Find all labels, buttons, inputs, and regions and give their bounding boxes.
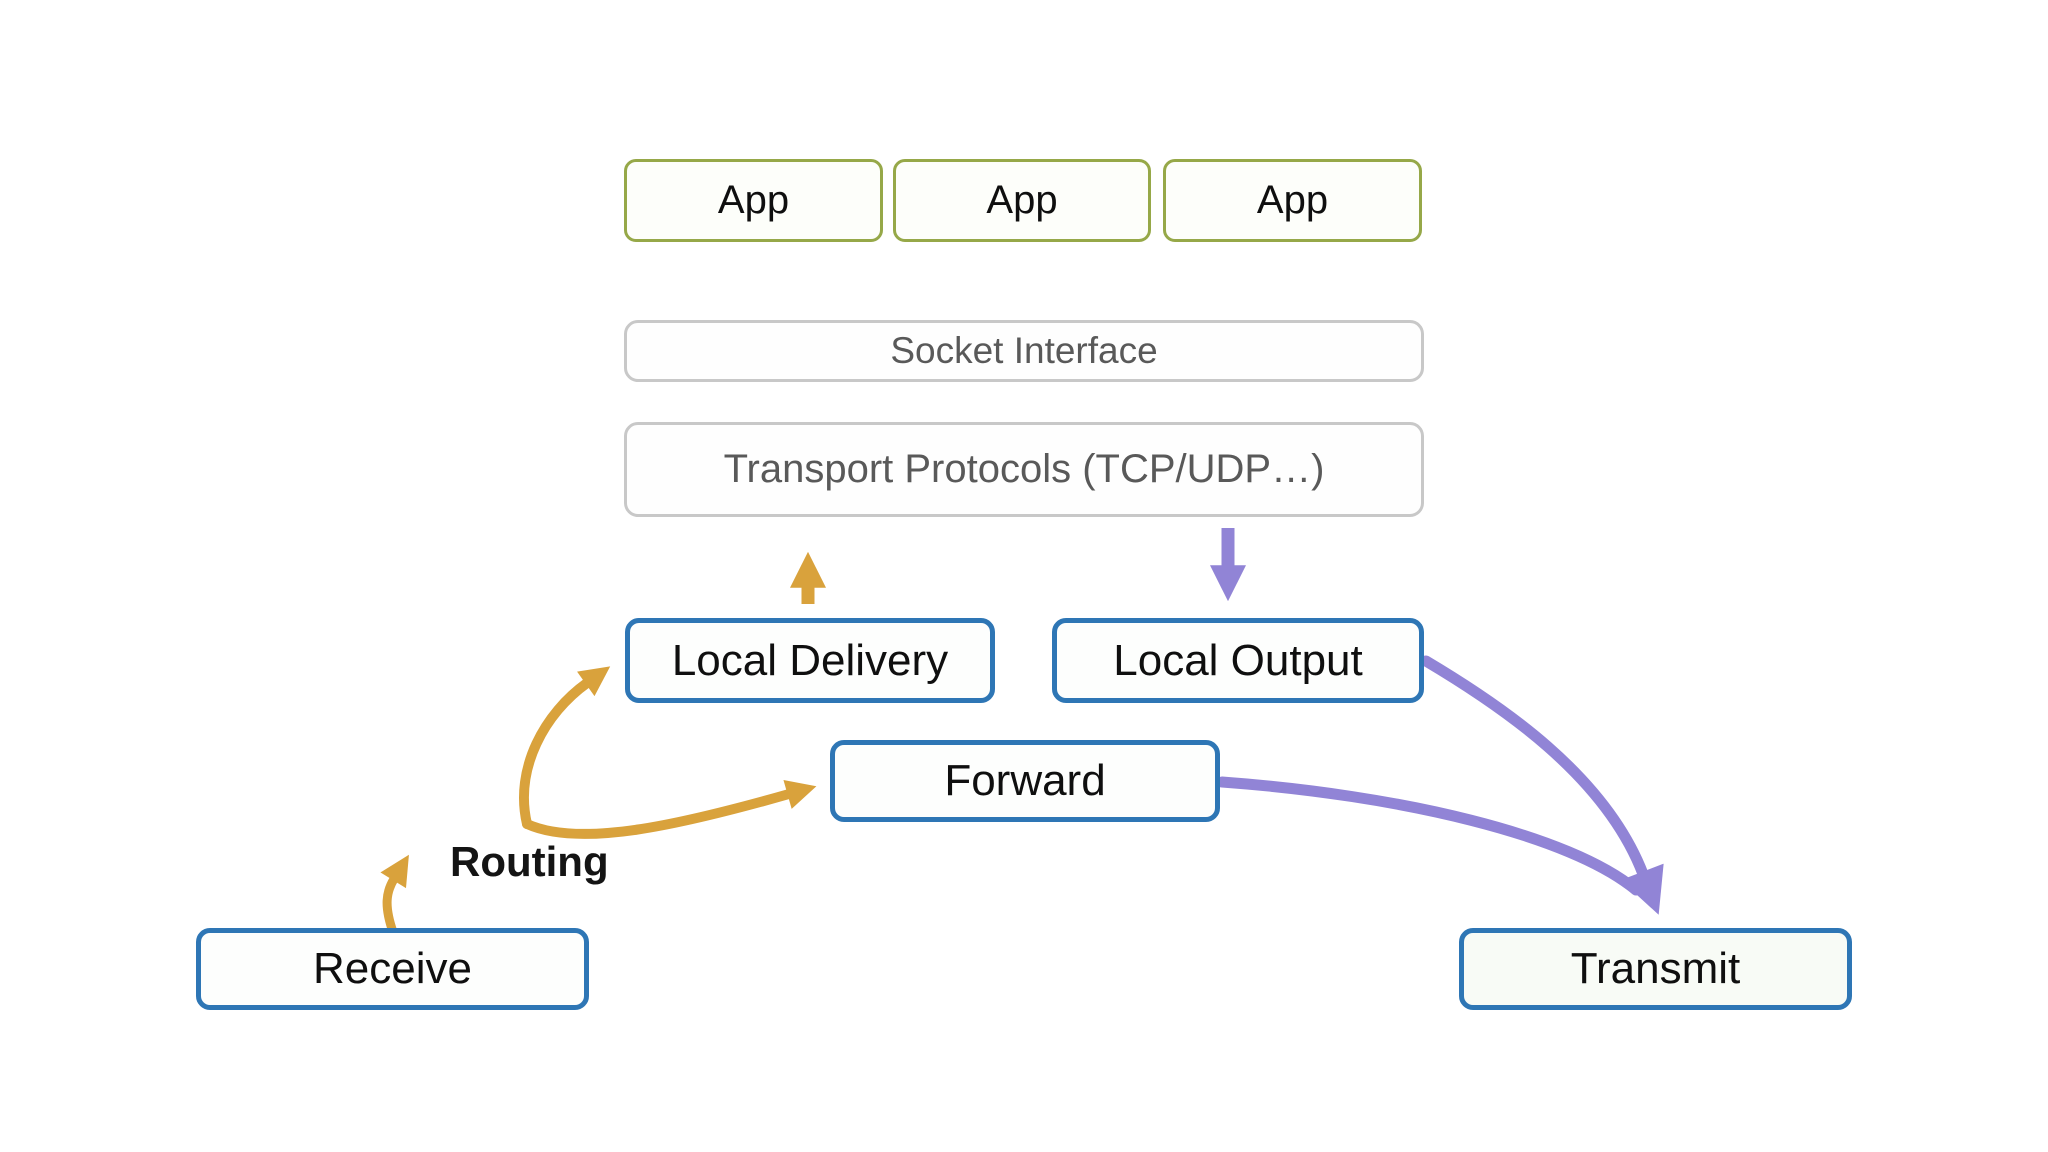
node-transport-protocols-label: Transport Protocols (TCP/UDP…) [723, 447, 1325, 491]
node-socket-interface-label: Socket Interface [890, 330, 1158, 371]
node-forward-label: Forward [944, 756, 1106, 805]
node-transmit: Transmit [1459, 928, 1852, 1010]
node-app-3: App [1163, 159, 1422, 242]
edge-routing-to-forward [522, 779, 817, 839]
node-local-delivery-label: Local Delivery [671, 635, 949, 685]
edge-forward-to-transmit [1216, 776, 1642, 896]
node-app-2-label: App [986, 178, 1058, 222]
node-app-1-label: App [717, 178, 790, 222]
routing-label: Routing [450, 838, 609, 885]
node-app-1: App [624, 159, 883, 242]
node-local-delivery: Local Delivery [625, 618, 995, 703]
edge-local-output-to-transmit [1420, 655, 1664, 915]
node-app-2: App [893, 159, 1151, 242]
node-transport-protocols: Transport Protocols (TCP/UDP…) [624, 422, 1424, 517]
node-receive: Receive [196, 928, 589, 1010]
node-local-output-label: Local Output [1113, 635, 1363, 685]
node-socket-interface: Socket Interface [624, 320, 1424, 382]
node-app-3-label: App [1256, 178, 1329, 222]
edge-routing-to-local-delivery [519, 666, 611, 829]
node-receive-label: Receive [313, 944, 472, 993]
node-transmit-label: Transmit [1570, 944, 1741, 993]
edge-receive-to-routing [380, 854, 409, 937]
node-forward: Forward [830, 740, 1220, 822]
node-local-output: Local Output [1052, 618, 1424, 703]
